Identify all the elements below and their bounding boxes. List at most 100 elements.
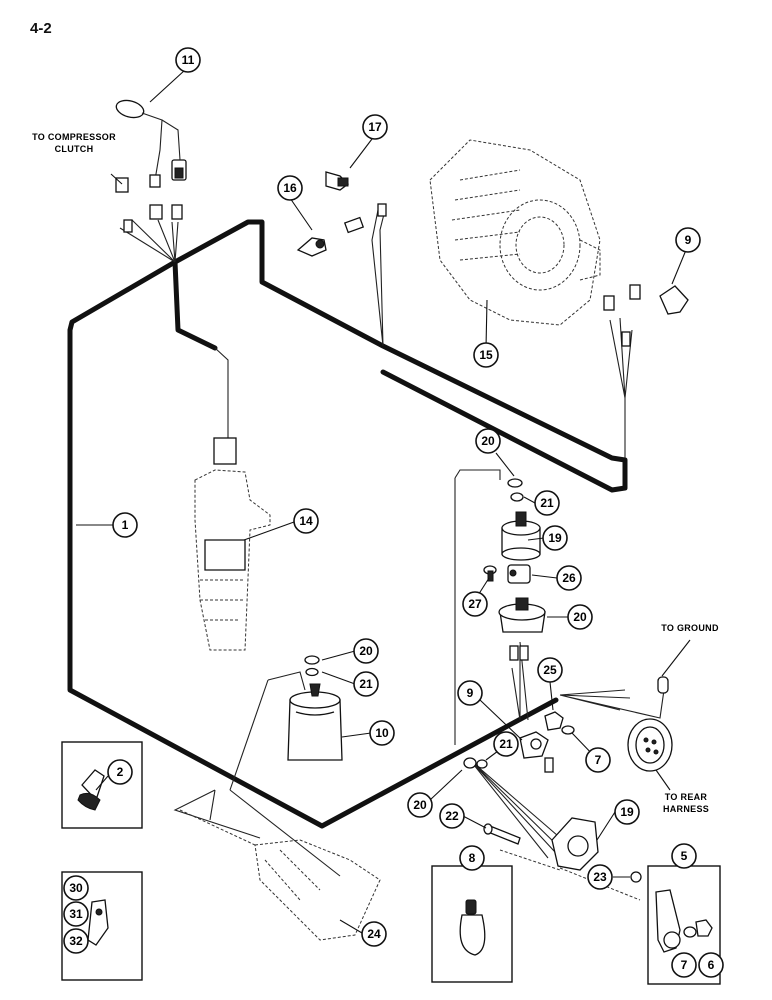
callout-20-top: 20 [475, 428, 501, 454]
callout-16: 19 [542, 525, 568, 551]
svg-text:27: 27 [468, 597, 482, 611]
alternator [429, 139, 601, 326]
terminal-9-top [603, 284, 689, 347]
svg-text:15: 15 [479, 348, 493, 362]
sender-16 [501, 478, 541, 561]
callout-30: 30 [63, 875, 89, 901]
nut-24 [544, 711, 564, 731]
main-harness-left-loop [67, 259, 559, 829]
callout-21-top: 21 [534, 490, 560, 516]
svg-text:6: 6 [708, 958, 715, 972]
callout-23: 23 [587, 864, 613, 890]
svg-text:7: 7 [681, 958, 688, 972]
svg-text:20: 20 [481, 434, 495, 448]
svg-text:25: 25 [543, 663, 557, 677]
sender-10 [287, 655, 343, 761]
leader-lines [76, 69, 691, 934]
callout-22: 22 [439, 803, 465, 829]
fitting-26 [507, 564, 531, 584]
callout-14: 14 [293, 508, 319, 534]
callout-26: 26 [556, 565, 582, 591]
callout-11: 11 [175, 47, 201, 73]
svg-text:26: 26 [562, 571, 576, 585]
svg-text:21: 21 [499, 737, 513, 751]
callout-15: 15 [473, 342, 499, 368]
callout-6: 6 [698, 952, 724, 978]
main-harness [172, 219, 628, 493]
callout-9-top: 9 [675, 227, 701, 253]
callout-19: 19 [614, 799, 640, 825]
callout-24: 25 [537, 657, 563, 683]
svg-text:32: 32 [69, 934, 83, 948]
callout-1: 1 [112, 512, 138, 538]
bolt-22 [483, 823, 521, 845]
svg-text:23: 23 [593, 870, 607, 884]
svg-text:20: 20 [413, 798, 427, 812]
harness-thin-wires [119, 209, 665, 877]
svg-text:16: 16 [283, 181, 297, 195]
terminal-9-lower [519, 731, 554, 773]
inset-clip-8 [431, 865, 513, 983]
svg-text:9: 9 [467, 686, 474, 700]
svg-text:22: 22 [445, 809, 459, 823]
switch-17 [498, 597, 546, 661]
svg-text:8: 8 [469, 851, 476, 865]
callout-32: 32 [63, 928, 89, 954]
pressure-switch [115, 99, 187, 181]
main-harness-branch [172, 259, 218, 351]
svg-text:2: 2 [117, 765, 124, 779]
hardware-lower [463, 757, 488, 769]
callout-10: 10 [369, 720, 395, 746]
callout-9-lower: 9 [457, 680, 483, 706]
label-ground: TO GROUND [661, 623, 719, 633]
plug-27 [483, 565, 497, 582]
svg-text:19: 19 [620, 805, 634, 819]
callout-20-lower: 20 [407, 792, 433, 818]
svg-text:17: 17 [368, 120, 382, 134]
nut-23 [630, 871, 642, 883]
svg-text:5: 5 [681, 849, 688, 863]
svg-text:1: 1 [122, 518, 129, 532]
callout-8: 8 [459, 845, 485, 871]
sender-13 [325, 171, 349, 191]
svg-text:24: 24 [367, 927, 381, 941]
inset-clip-2 [61, 741, 143, 829]
callout-21-lower: 21 [493, 731, 519, 757]
callout-17: 20 [567, 604, 593, 630]
svg-text:11: 11 [182, 53, 195, 67]
svg-text:20: 20 [359, 644, 373, 658]
callout-25: 24 [361, 921, 387, 947]
svg-text:31: 31 [69, 907, 83, 921]
callout-20-mid: 20 [353, 638, 379, 664]
rear-harness-connector [627, 718, 673, 772]
svg-text:19: 19 [548, 531, 562, 545]
callout-31: 31 [63, 901, 89, 927]
callout-2: 2 [107, 759, 133, 785]
label-compressor-line1: TO COMPRESSOR [32, 132, 116, 142]
switch-19 [499, 817, 641, 901]
svg-text:20: 20 [573, 610, 587, 624]
sender-12 [296, 203, 387, 257]
label-rear-line2: HARNESS [663, 804, 709, 814]
inset-clamp-5 [647, 865, 721, 985]
callout-27: 27 [462, 591, 488, 617]
compressor-14 [194, 437, 271, 651]
callout-12: 16 [277, 175, 303, 201]
callout-13: 17 [362, 114, 388, 140]
svg-text:21: 21 [540, 496, 554, 510]
label-compressor-line2: CLUTCH [55, 144, 94, 154]
callout-7-lower: 7 [585, 747, 611, 773]
svg-text:9: 9 [685, 233, 692, 247]
callout-5: 5 [671, 843, 697, 869]
label-rear-line1: TO REAR [665, 792, 708, 802]
svg-text:21: 21 [359, 677, 373, 691]
svg-text:30: 30 [69, 881, 83, 895]
callout-21-mid: 21 [353, 671, 379, 697]
callout-7-inset: 7 [671, 952, 697, 978]
ground-terminal [657, 676, 669, 694]
svg-text:14: 14 [299, 514, 313, 528]
cable-25 [179, 809, 381, 941]
page-number: 4-2 [30, 20, 52, 37]
svg-text:7: 7 [595, 753, 602, 767]
